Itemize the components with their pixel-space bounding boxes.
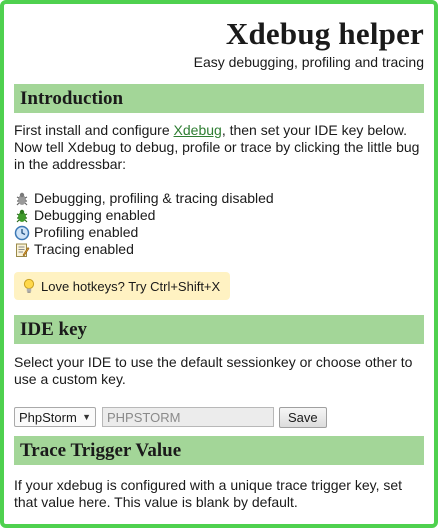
status-label: Profiling enabled <box>34 224 139 240</box>
ide-key-description: Select your IDE to use the default sessi… <box>14 354 413 387</box>
lightbulb-icon <box>23 278 35 293</box>
status-label: Tracing enabled <box>34 241 134 257</box>
xdebug-link[interactable]: Xdebug <box>173 122 222 138</box>
status-item: Profiling enabled <box>14 224 424 241</box>
ide-select-value: PhpStorm <box>19 409 77 425</box>
section-introduction-heading: Introduction <box>14 84 424 113</box>
status-item: Debugging, profiling & tracing disabled <box>14 190 424 207</box>
status-legend: Debugging, profiling & tracing disabled … <box>14 190 424 258</box>
page-title: Xdebug helper <box>225 16 424 51</box>
chevron-down-icon: ▼ <box>82 412 91 422</box>
content-area: Xdebug helper Easy debugging, profiling … <box>4 16 434 511</box>
trace-trigger-description: If your xdebug is configured with a uniq… <box>14 477 403 510</box>
hotkeys-tip: Love hotkeys? Try Ctrl+Shift+X <box>14 272 231 300</box>
status-label: Debugging enabled <box>34 207 156 223</box>
ide-select[interactable]: PhpStorm ▼ <box>14 407 96 427</box>
profiling-clock-icon <box>14 225 30 240</box>
intro-text-end: , then set your IDE key below. Now tell … <box>14 122 420 172</box>
hotkeys-tip-text: Love hotkeys? Try Ctrl+Shift+X <box>41 278 221 294</box>
save-button[interactable]: Save <box>279 406 327 428</box>
bug-gray-icon <box>16 192 28 205</box>
ide-key-controls: PhpStorm ▼ PHPSTORM Save <box>14 406 424 428</box>
status-item: Tracing enabled <box>14 241 424 258</box>
page-subtitle: Easy debugging, profiling and tracing <box>193 54 424 70</box>
section-ide-key-heading: IDE key <box>14 315 424 344</box>
status-label: Debugging, profiling & tracing disabled <box>34 190 274 206</box>
status-item: Debugging enabled <box>14 207 424 224</box>
tracing-note-icon <box>16 243 30 257</box>
intro-paragraph: First install and configure Xdebug, then… <box>14 122 424 173</box>
section-trace-trigger-heading: Trace Trigger Value <box>14 436 424 465</box>
intro-text-start: First install and configure <box>14 122 174 138</box>
bug-green-icon <box>16 209 28 222</box>
ide-key-input[interactable]: PHPSTORM <box>102 407 274 427</box>
